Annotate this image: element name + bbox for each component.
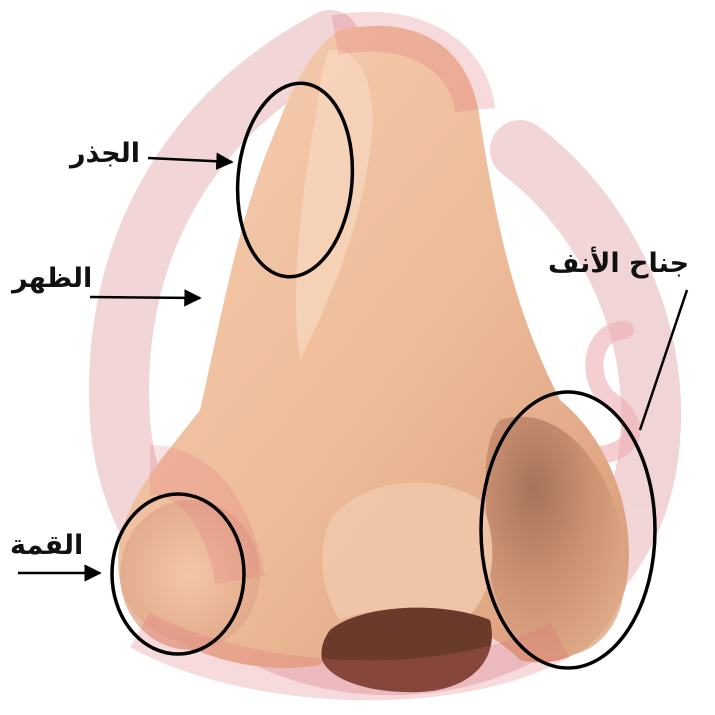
root-label: الجذر bbox=[70, 140, 140, 167]
ala-label: جناح الأنف bbox=[548, 250, 689, 277]
dorsum-pointer-arrow-icon bbox=[90, 297, 200, 298]
tip-label: القمة bbox=[10, 532, 83, 559]
dorsum-label: الظهر bbox=[12, 265, 92, 292]
